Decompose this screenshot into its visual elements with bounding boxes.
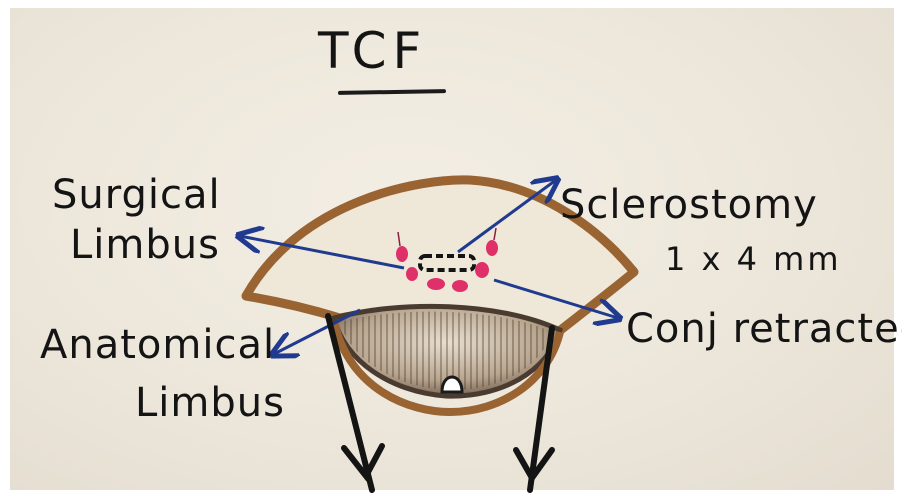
conj-retracted-label: Conj retracted (626, 306, 902, 352)
surgical-limbus-label-line1: Surgical (52, 172, 221, 218)
sclerostomy-size-label: 1 x 4 mm (665, 240, 842, 278)
anatomical-limbus-label-line2: Limbus (135, 380, 285, 426)
iridectomy-notch (442, 377, 462, 392)
surgical-limbus-label-line2: Limbus (70, 222, 220, 268)
diagram-title: TCF (318, 22, 427, 80)
anatomical-limbus-label-line1: Anatomical (40, 322, 275, 368)
sclerostomy-label: Sclerostomy (560, 182, 818, 228)
